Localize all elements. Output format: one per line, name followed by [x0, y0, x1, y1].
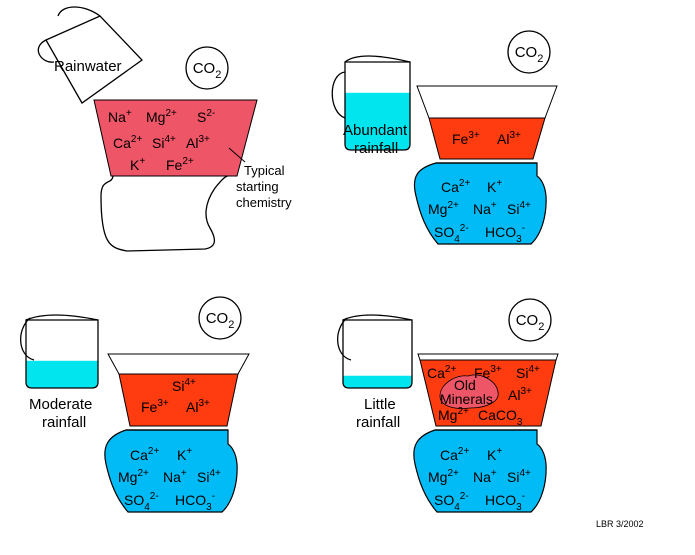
rainwater-pitcher-handle: [57, 6, 101, 17]
filter-top-4: [417, 353, 559, 361]
co2-text-1: CO: [193, 60, 216, 77]
co2-label-2: CO2: [515, 44, 544, 65]
panel-abundant-rainfall: CO2 Fe3+ Al3+ Ca2+ K+ Mg2+ Na+ Si4+ SO42…: [331, 30, 558, 245]
pitcher-handle-2: [331, 71, 346, 119]
water-level-4: [343, 375, 412, 388]
co2-label-1: CO2: [193, 60, 222, 81]
carafe-1: [100, 175, 229, 252]
water-level-3: [26, 360, 98, 388]
pitcher-body-2: [344, 61, 411, 151]
panel-little-rainfall: CO2 Ca2+ Fe3+ Si4+ Al3+ Mg2+ CaCO3 Old M…: [337, 298, 559, 513]
rainwater-pitcher-body: [45, 15, 143, 104]
co2-bubble-3: CO2: [198, 296, 242, 340]
note-line-3: chemistry: [236, 195, 292, 210]
pitcher-handle-4: [337, 317, 352, 361]
pot4-ion-hco3: HCO3-: [485, 491, 525, 513]
co2-label-3: CO2: [206, 310, 235, 331]
note-pointer-line: [228, 147, 246, 163]
filter-starting-minerals: [93, 99, 258, 177]
carafe-4: [413, 429, 547, 513]
carafe-3: [104, 429, 238, 513]
co2-label-4: CO2: [516, 312, 545, 333]
pitcher-body-4: [342, 319, 413, 389]
panel-starting-chemistry: Rainwater CO2 Na+ Mg2+ S2- Ca2+ Si4+ Al3…: [37, 6, 292, 252]
pitcher-body-3: [25, 319, 99, 389]
water-pitcher-3: [20, 314, 99, 389]
water-pitcher-2: [331, 55, 411, 151]
pitcher-rim-2: [344, 55, 411, 63]
credit-label: LBR 3/2002: [596, 519, 644, 529]
pot2-ion-hco3: HCO3-: [485, 223, 525, 245]
label-little-line2: rainfall: [356, 414, 400, 431]
label-little-line1: Little: [364, 396, 396, 413]
co2-bubble-1: CO2: [185, 46, 229, 90]
pot3-ion-hco3: HCO3-: [175, 491, 215, 513]
water-pitcher-4: [337, 314, 413, 389]
rainwater-label: Rainwater: [54, 58, 122, 75]
old-minerals-blob: [439, 374, 499, 409]
label-moderate-line1: Moderate: [29, 396, 92, 413]
carafe-2: [413, 162, 547, 245]
water-level-2: [345, 92, 410, 150]
panel-moderate-rainfall: CO2 Si4+ Fe3+ Al3+ Ca2+ K+ Mg2+ Na+ Si4+…: [20, 296, 250, 513]
filter-top-3: [107, 353, 250, 375]
filter-residue-3: [118, 373, 239, 427]
co2-bubble-2: CO2: [507, 30, 551, 74]
old-minerals-line1: Old: [454, 377, 476, 393]
pitcher-handle-3: [20, 317, 35, 361]
label-abundant-line2: rainfall: [354, 140, 398, 157]
filter-top-2: [416, 85, 558, 119]
pitcher-rim-4: [342, 314, 413, 321]
label-moderate-line2: rainfall: [42, 414, 86, 431]
rainwater-pitcher-spout: [37, 39, 55, 63]
co2-bubble-4: CO2: [508, 298, 552, 342]
filter4-ion-caco3: CaCO3: [478, 407, 523, 428]
rainwater-pitcher: Rainwater: [37, 6, 143, 104]
pitcher-rim-3: [25, 314, 99, 321]
note-line-2: starting: [236, 179, 279, 194]
note-line-1: Typical: [244, 163, 285, 178]
old-minerals-line2: Minerals: [440, 391, 493, 407]
label-abundant-line1: Abundant: [343, 122, 408, 139]
filter-residue-2: [428, 117, 546, 160]
